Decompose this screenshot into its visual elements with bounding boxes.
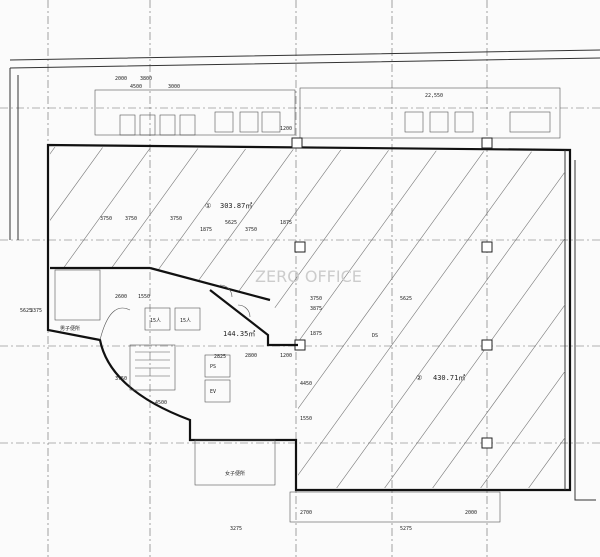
hatch-line: [50, 147, 157, 488]
dim: 2000: [465, 510, 477, 516]
hatch-line: [279, 147, 541, 488]
dim: 1550: [300, 416, 312, 422]
dim: 1875: [280, 220, 292, 226]
dim: 5275: [400, 526, 412, 532]
dim: 1550: [138, 294, 150, 300]
area-label-2: ②: [416, 374, 422, 382]
hatch-line: [50, 147, 61, 488]
dim: 2000: [115, 76, 127, 82]
room-label: 15人: [150, 318, 161, 324]
core: [50, 266, 298, 486]
area-label-1: ①: [205, 202, 211, 210]
room-label: 男子便所: [60, 325, 80, 332]
terrace-top: [9, 49, 600, 240]
dim: 5625: [225, 220, 237, 226]
watermark: ZERO OFFICE: [255, 267, 362, 286]
hatch-line: [423, 147, 565, 488]
room-label: 女子便所: [225, 470, 245, 477]
dim: 3275: [230, 526, 242, 532]
dimension-labels: 2000 3800 4500 3000 22,550 1200 5625 187…: [20, 76, 477, 532]
hatch-line: [231, 147, 493, 488]
dim: 2825: [214, 354, 226, 360]
area-value-2: 430.71㎡: [433, 374, 465, 382]
room-labels: 15人 15人 男子便所 女子便所 PS EV DS: [60, 318, 378, 477]
hatch-line: [568, 140, 600, 500]
dim: 1200: [280, 353, 292, 359]
floor-outline: [46, 143, 596, 523]
dim: 3750: [170, 216, 182, 222]
dim: 4500: [130, 84, 142, 90]
area-value-core: 144.35㎡: [223, 330, 255, 338]
dim: 3750: [125, 216, 137, 222]
hatch-line: [375, 147, 565, 488]
hatch-line: [87, 147, 349, 488]
dim: 2800: [245, 353, 257, 359]
dim: 22,550: [425, 93, 443, 99]
hatch-line: [519, 147, 565, 488]
dim: 4450: [300, 381, 312, 387]
dim: 1875: [310, 331, 322, 337]
hatch-line: [50, 147, 109, 488]
dim: 4500: [155, 400, 167, 406]
dim: 3750: [245, 227, 257, 233]
hatch-line: [50, 147, 205, 488]
dim: 3750: [115, 376, 127, 382]
dim: 3375: [30, 308, 42, 314]
room-label: DS: [372, 333, 378, 339]
dim: 3750: [100, 216, 112, 222]
hatch-line: [471, 147, 565, 488]
room-label: PS: [210, 364, 216, 370]
dim: 3750: [310, 296, 322, 302]
area-value-1: 303.87㎡: [220, 202, 252, 210]
dim: 2600: [115, 294, 127, 300]
dim: 5625: [400, 296, 412, 302]
dim: 5625: [20, 308, 32, 314]
dim: 1200: [280, 126, 292, 132]
dim: 3875: [310, 306, 322, 312]
dim: 3800: [140, 76, 152, 82]
dim: 2700: [300, 510, 312, 516]
hatch-line: [50, 147, 253, 488]
dim: 3000: [168, 84, 180, 90]
room-label: EV: [210, 389, 216, 395]
dim: 1875: [200, 227, 212, 233]
room-label: 15人: [180, 318, 191, 324]
hatch-line: [327, 147, 565, 488]
hatch-line: [183, 147, 445, 488]
